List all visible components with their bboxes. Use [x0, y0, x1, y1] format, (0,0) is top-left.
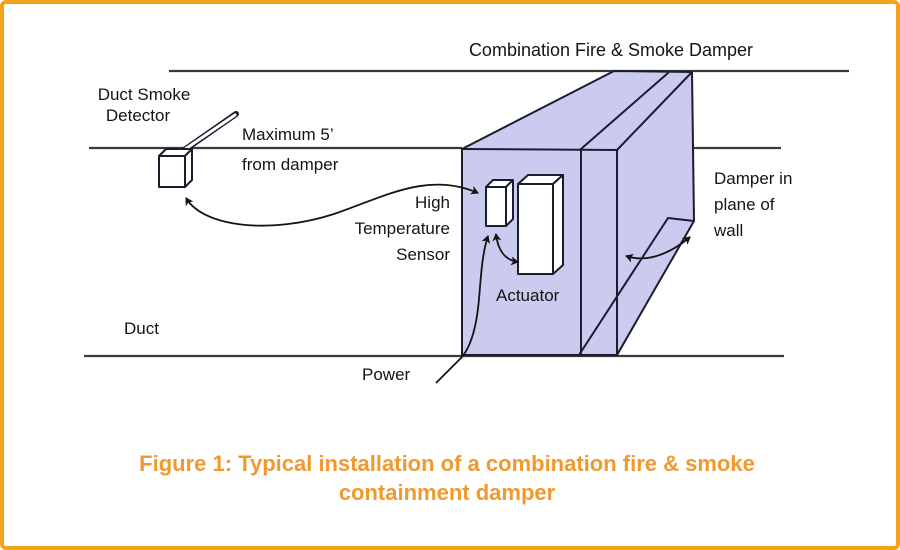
max-distance-label-line1: Maximum 5’	[242, 125, 334, 144]
detector-label-line2: Detector	[106, 106, 171, 125]
actuator-side-face	[552, 174, 564, 275]
diagram-title: Combination Fire & Smoke Damper	[469, 40, 753, 60]
arrow-damper-swing	[625, 236, 691, 263]
damper-wall-label-line3: wall	[713, 221, 743, 240]
figure-caption-line1: Figure 1: Typical installation of a comb…	[139, 451, 755, 476]
high-temp-label-line3: Sensor	[396, 245, 450, 264]
sensor-side-face	[505, 179, 514, 227]
max-distance-label-line2: from damper	[242, 155, 339, 174]
duct-label: Duct	[124, 319, 159, 338]
arrow-power-to-sensor	[435, 235, 491, 384]
damper-front-top-edge	[461, 148, 618, 151]
arrow-sensor-to-actuator	[492, 233, 519, 266]
detector-front-face	[158, 155, 186, 188]
high-temp-sensor-box	[485, 179, 514, 227]
wall-top-depth-edge	[616, 71, 693, 151]
detector-label-line1: Duct Smoke	[98, 85, 191, 104]
damper-wall-label-line2: plane of	[714, 195, 775, 214]
damper-diagram: Combination Fire & Smoke Damper Duct Smo…	[84, 40, 849, 505]
actuator-front-face	[517, 183, 554, 275]
actuator-label: Actuator	[496, 286, 560, 305]
sampling-tube-highlight	[179, 113, 237, 154]
high-temp-label-line1: High	[415, 193, 450, 212]
wall-notch-edge	[667, 217, 695, 222]
high-temp-label-line2: Temperature	[355, 219, 450, 238]
figure-caption-line2: containment damper	[339, 480, 556, 505]
detector-side-face	[184, 148, 193, 188]
arrow-detector-to-sensor	[185, 183, 479, 227]
damper-wall-label-line1: Damper in	[714, 169, 792, 188]
actuator-box	[517, 174, 564, 275]
sensor-front-face	[485, 186, 507, 227]
duct-smoke-detector-unit	[158, 111, 239, 188]
damper-top-right-depth-edge	[580, 72, 669, 150]
power-label: Power	[362, 365, 411, 384]
